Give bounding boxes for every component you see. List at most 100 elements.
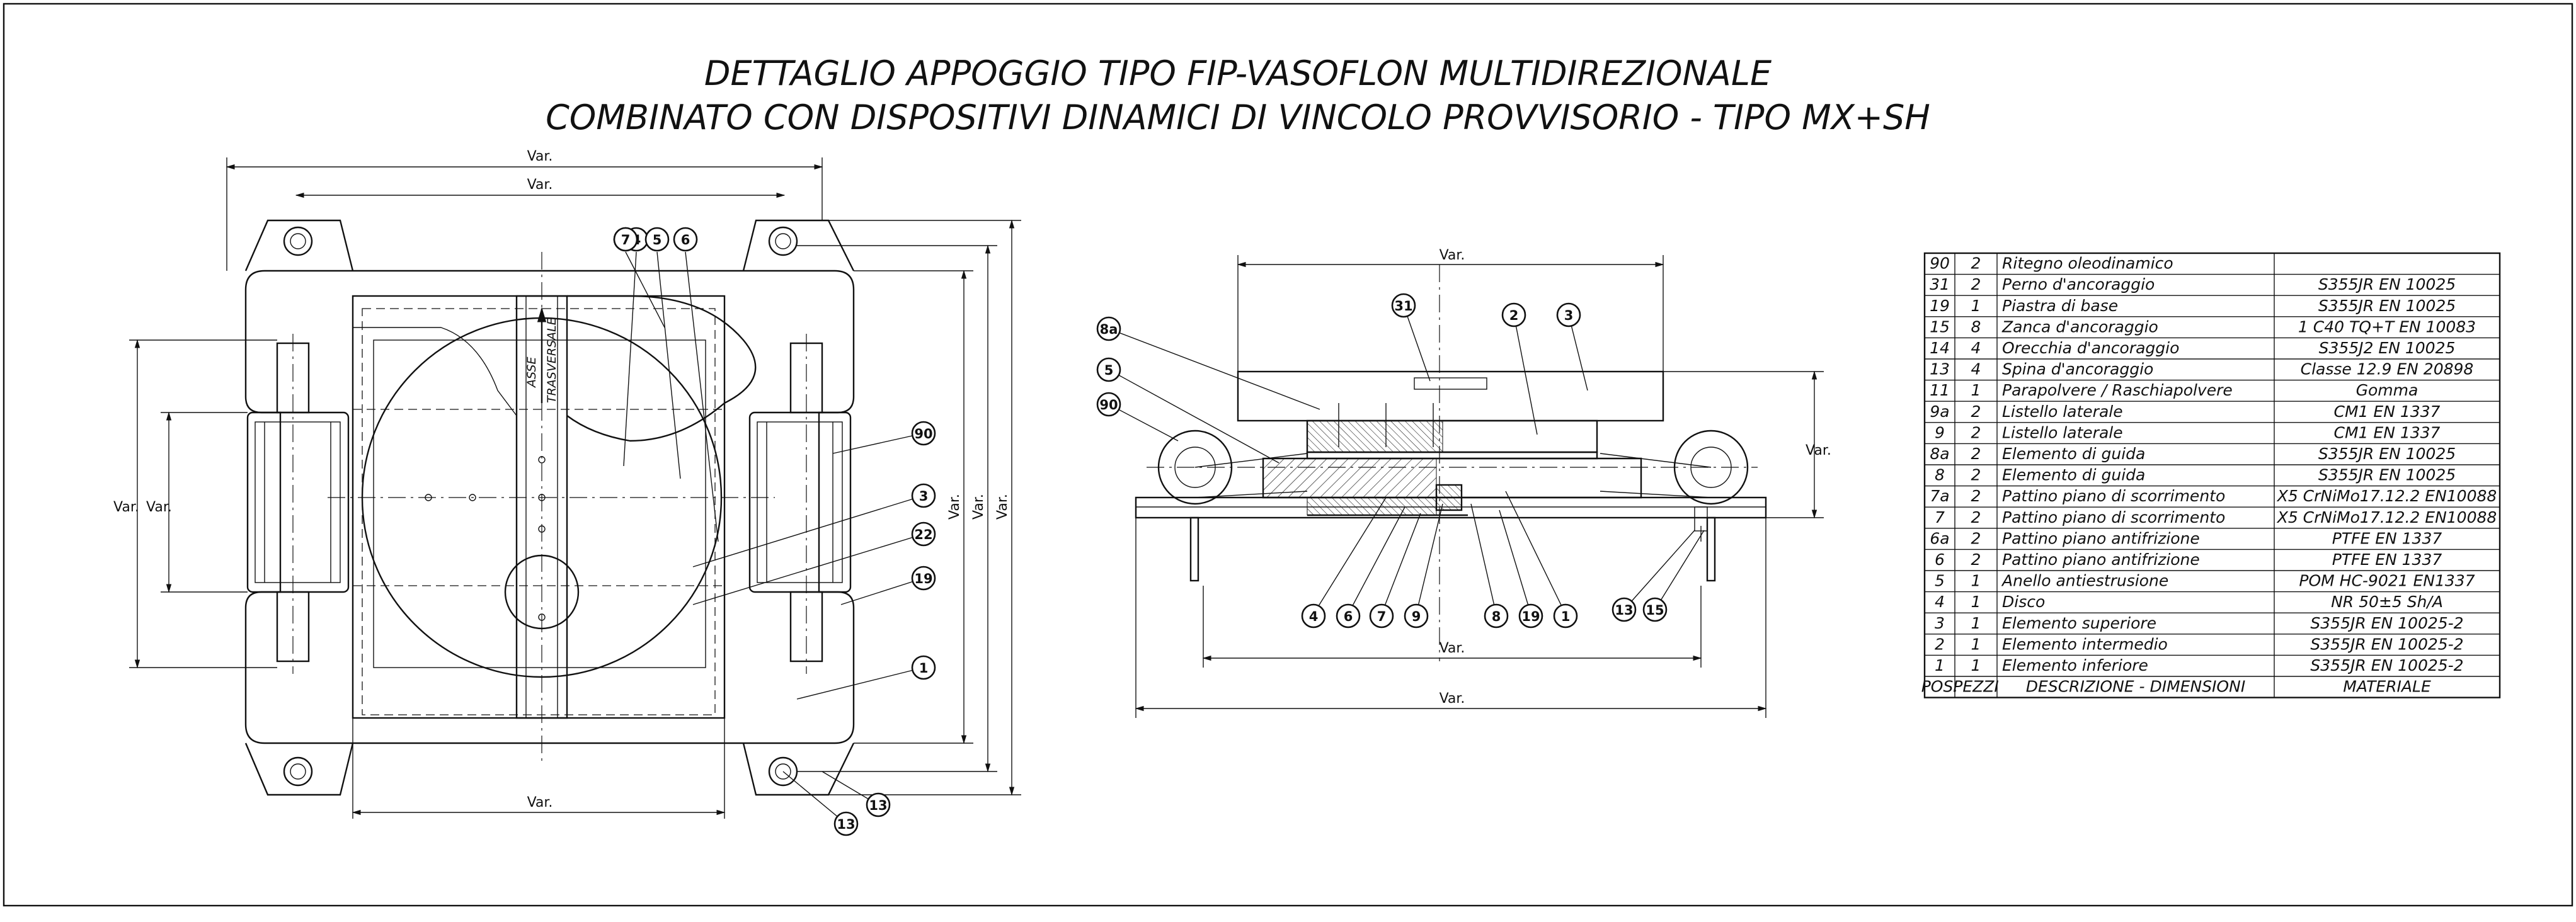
table-cell-mat: Gomma [2356, 381, 2419, 399]
table-cell-descr: Elemento inferiore [2002, 656, 2148, 674]
dim-plan-left-inner: Var. [146, 499, 172, 515]
section-balloon-9: 9 [1404, 603, 1429, 629]
svg-text:2: 2 [1509, 308, 1519, 323]
section-balloon-7: 7 [1369, 603, 1394, 629]
table-cell-pezzi: 2 [1971, 423, 1981, 441]
table-cell-pos: 13 [1930, 360, 1950, 378]
section-balloon-6: 6 [1336, 603, 1361, 629]
table-cell-mat: X5 CrNiMo17.12.2 EN10088 [2276, 487, 2497, 505]
dim-plan-anchor-spacing: Var. [527, 177, 553, 193]
table-cell-pezzi: 1 [1971, 593, 1981, 611]
plan-balloon-13a: 13 [866, 792, 891, 817]
table-cell-descr: Zanca d'ancoraggio [2001, 317, 2158, 336]
table-cell-descr: Elemento intermedio [2002, 635, 2168, 653]
table-cell-pos: 2 [1935, 635, 1945, 653]
svg-text:13: 13 [837, 817, 855, 832]
svg-text:15: 15 [1646, 603, 1664, 618]
table-cell-descr: Elemento di guida [2002, 445, 2145, 463]
table-cell-mat: S355JR EN 10025 [2318, 466, 2456, 484]
section-balloon-8a: 8a [1096, 316, 1121, 341]
anchor-pin-top-left [283, 226, 313, 256]
svg-text:5: 5 [653, 232, 662, 248]
plan-balloon-3: 3 [911, 483, 936, 508]
table-cell-descr: Piastra di base [2002, 297, 2118, 315]
axis-label-trasversale: TRASVERSALE [545, 317, 559, 403]
dim-section-base-plate: Var. [1440, 691, 1465, 707]
table-cell-mat: S355JR EN 10025-2 [2310, 635, 2463, 653]
plan-balloon-90: 90 [911, 421, 936, 446]
table-cell-pezzi: 4 [1971, 360, 1981, 378]
table-cell-mat: POM HC-9021 EN1337 [2299, 572, 2475, 590]
table-cell-pos: 6a [1930, 529, 1949, 547]
table-cell-mat: S355JR EN 10025 [2318, 445, 2456, 463]
table-cell-pezzi: 2 [1971, 529, 1981, 547]
table-cell-mat: S355JR EN 10025-2 [2310, 656, 2463, 674]
section-balloon-90: 90 [1096, 392, 1121, 417]
section-balloon-3: 3 [1556, 302, 1581, 327]
svg-text:13: 13 [1615, 603, 1633, 618]
plan-view: ASSE TRASVERSALE Var. Var. Var. Var. Var… [113, 149, 1021, 836]
table-cell-pos: 3 [1935, 614, 1945, 632]
parts-table-frame [1923, 252, 2501, 698]
svg-text:7: 7 [1377, 609, 1387, 624]
title-line-1: DETTAGLIO APPOGGIO TIPO FIP-VASOFLON MUL… [704, 54, 1772, 93]
table-cell-pezzi: 2 [1971, 254, 1981, 273]
table-cell-pos: 1 [1935, 656, 1945, 674]
table-cell-descr: Listello laterale [2002, 402, 2123, 421]
table-cell-mat: X5 CrNiMo17.12.2 EN10088 [2276, 508, 2497, 526]
section-balloon-15: 15 [1642, 597, 1668, 622]
table-header-descr: DESCRIZIONE - DIMENSIONI [2026, 678, 2245, 696]
table-cell-descr: Anello antiestrusione [2001, 572, 2168, 590]
table-cell-pezzi: 8 [1971, 317, 1981, 336]
plan-balloon-1: 1 [911, 655, 936, 680]
table-cell-mat: CM1 EN 1337 [2334, 402, 2441, 421]
anchor-pin-bottom-left [283, 756, 313, 787]
section-balloon-1: 1 [1553, 603, 1578, 629]
dim-section-anchor-spacing: Var. [1440, 640, 1465, 656]
svg-text:4: 4 [1309, 609, 1319, 624]
dim-section-top-plate: Var. [1440, 248, 1465, 263]
table-cell-descr: Elemento superiore [2002, 614, 2156, 632]
dim-plan-plate-width: Var. [527, 795, 553, 811]
section-balloon-8: 8 [1484, 603, 1509, 629]
table-cell-mat: S355JR EN 10025 [2318, 297, 2456, 315]
svg-text:3: 3 [1564, 308, 1574, 323]
table-cell-descr: Parapolvere / Raschiapolvere [2002, 381, 2233, 399]
table-header-mat: MATERIALE [2343, 678, 2431, 696]
sheet-border [3, 3, 2573, 907]
table-header-pos: POS. [1921, 678, 1959, 696]
svg-text:5: 5 [1104, 363, 1114, 378]
table-cell-pos: 15 [1930, 317, 1950, 336]
table-cell-descr: Orecchia d'ancoraggio [2002, 339, 2179, 357]
dim-plan-left-outer: Var. [113, 499, 139, 515]
svg-text:19: 19 [914, 571, 932, 586]
svg-text:8: 8 [1492, 609, 1501, 624]
table-cell-descr: Disco [2002, 593, 2045, 611]
svg-text:9: 9 [1412, 609, 1421, 624]
table-cell-pos: 6 [1935, 550, 1945, 569]
table-cell-descr: Perno d'ancoraggio [2002, 275, 2155, 293]
svg-text:3: 3 [919, 489, 929, 504]
section-view: Var. Var. Var. Var. [1096, 248, 1831, 718]
table-cell-mat: Classe 12.9 EN 20898 [2301, 360, 2474, 378]
svg-text:8a: 8a [1100, 322, 1118, 337]
plan-balloon-19: 19 [911, 566, 936, 591]
svg-text:1: 1 [1561, 609, 1571, 624]
table-cell-mat: S355JR EN 10025 [2318, 275, 2456, 293]
svg-text:7: 7 [621, 232, 631, 248]
svg-text:13: 13 [869, 798, 887, 813]
table-cell-pos: 8 [1935, 466, 1945, 484]
table-cell-mat: CM1 EN 1337 [2334, 423, 2441, 441]
dim-plan-right-1: Var. [947, 494, 963, 520]
plan-balloon-5: 5 [644, 227, 670, 252]
svg-text:1: 1 [919, 661, 929, 676]
table-cell-pezzi: 1 [1971, 635, 1981, 653]
dim-plan-right-3: Var. [995, 494, 1010, 520]
table-cell-pezzi: 2 [1971, 275, 1981, 293]
table-cell-pezzi: 1 [1971, 614, 1981, 632]
table-cell-pezzi: 4 [1971, 339, 1981, 357]
svg-text:22: 22 [914, 527, 932, 542]
svg-text:6: 6 [681, 232, 690, 248]
